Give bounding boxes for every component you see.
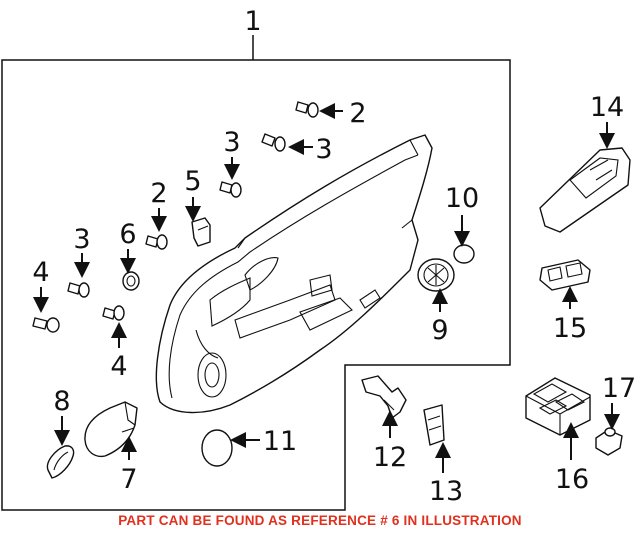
reference-note: PART CAN BE FOUND AS REFERENCE # 6 IN IL… bbox=[118, 513, 522, 528]
ref-3b: 3 bbox=[223, 127, 240, 158]
ref-7: 7 bbox=[120, 464, 137, 495]
cap-part-10 bbox=[453, 244, 475, 264]
bracket-part-5 bbox=[191, 217, 211, 247]
ref-2b: 2 bbox=[150, 178, 167, 209]
assembly-frame bbox=[1, 59, 511, 511]
ref-3c: 3 bbox=[73, 224, 90, 255]
ref-12: 12 bbox=[373, 442, 407, 473]
clip-part-2a bbox=[295, 101, 319, 118]
ref-15: 15 bbox=[553, 313, 587, 344]
ref-13: 13 bbox=[429, 476, 463, 507]
clip-part-3c bbox=[67, 282, 90, 298]
clip-part-2b bbox=[145, 234, 168, 250]
clip-part-4a bbox=[32, 317, 60, 333]
ref-9: 9 bbox=[431, 315, 448, 346]
ref-14: 14 bbox=[590, 92, 624, 123]
ref-10: 10 bbox=[445, 183, 479, 214]
ref-6: 6 bbox=[119, 219, 136, 250]
ref-17: 17 bbox=[602, 373, 636, 404]
ref-4b: 4 bbox=[110, 351, 127, 382]
door-trim-panel bbox=[155, 134, 433, 414]
ref-16: 16 bbox=[555, 464, 589, 495]
clip-part-3a bbox=[261, 133, 286, 152]
clip-part-4b bbox=[102, 305, 125, 321]
ref-8: 8 bbox=[53, 386, 70, 417]
ref-3a: 3 bbox=[315, 134, 332, 165]
clip-part-3b bbox=[219, 181, 242, 198]
ref-1: 1 bbox=[244, 6, 261, 37]
ref-4a: 4 bbox=[32, 257, 49, 288]
grommet-part-6 bbox=[122, 271, 140, 291]
bracket-part-12 bbox=[361, 375, 407, 419]
trim-part-8 bbox=[46, 445, 75, 479]
switch-bezel-part-14 bbox=[539, 147, 631, 233]
switch-assembly-part-16 bbox=[525, 377, 591, 436]
switch-part-15 bbox=[539, 259, 591, 291]
cover-part-11 bbox=[201, 429, 233, 467]
switch-part-13 bbox=[423, 404, 445, 446]
ref-11: 11 bbox=[263, 426, 297, 457]
ref-5: 5 bbox=[184, 166, 201, 197]
knob-part-17 bbox=[595, 427, 623, 456]
ref-2a: 2 bbox=[349, 98, 366, 129]
speaker-part-9 bbox=[417, 258, 455, 292]
